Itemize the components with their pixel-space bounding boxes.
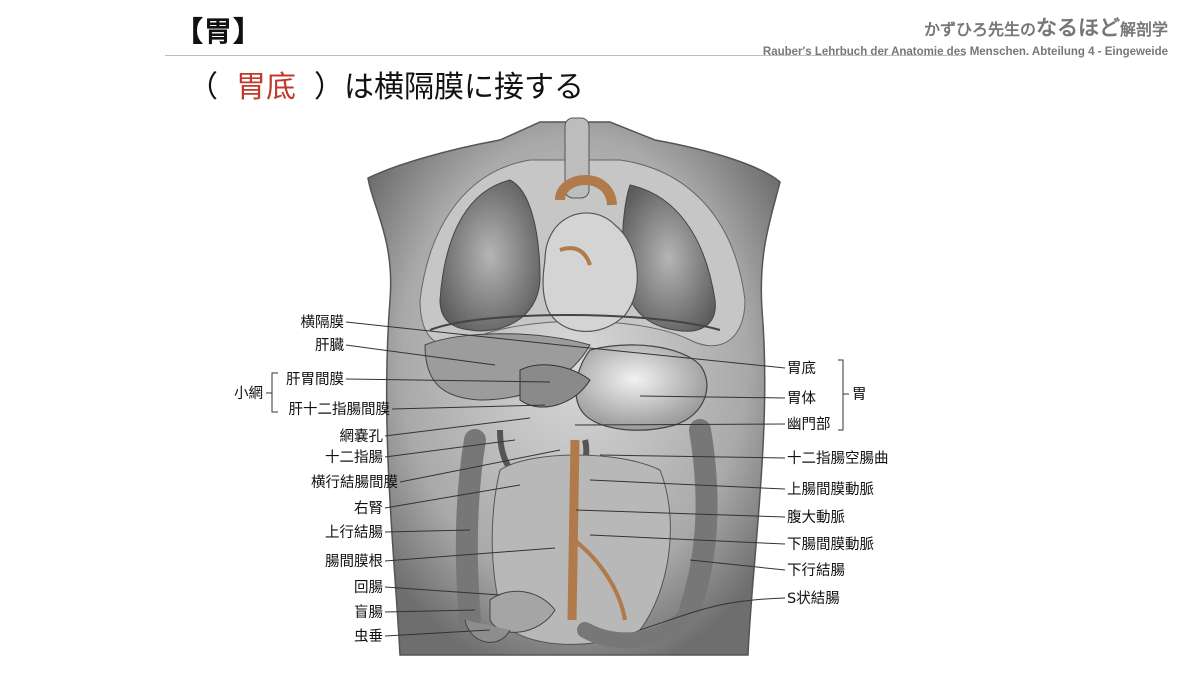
brand-small: かずひろ先生の: [923, 20, 1036, 39]
lesser-omentum: [519, 364, 591, 408]
label-stomach: 胃: [852, 387, 867, 403]
label-superior-mesenteric-artery: 上腸間膜動脈: [787, 481, 874, 498]
label-duodenum: 十二指腸: [325, 449, 383, 466]
leader-lines-right: [559, 344, 849, 631]
label-stomach-body: 胃体: [787, 390, 816, 407]
label-hepatoduodenal-ligament: 肝十二指腸間膜: [289, 401, 391, 418]
heart: [542, 212, 638, 333]
label-mesenteric-root: 腸間膜根: [325, 553, 383, 570]
brand-big: なるほど: [1035, 16, 1120, 40]
label-appendix: 虫垂: [354, 628, 383, 645]
label-abdominal-aorta: 腹大動脈: [787, 509, 845, 526]
descending-colon: [679, 419, 718, 621]
answer-text: 胃底: [236, 70, 296, 105]
abdominal-aorta: [567, 439, 580, 621]
brand-tail: 解剖学: [1119, 20, 1168, 39]
label-ascending-colon: 上行結腸: [325, 524, 383, 541]
torso-illustration: [367, 117, 781, 656]
label-omental-foramen: 網嚢孔: [340, 428, 384, 445]
label-sigmoid-colon: S状結腸: [787, 590, 840, 607]
right-lung: [439, 179, 541, 332]
label-descending-colon: 下行結腸: [787, 562, 845, 579]
label-liver: 肝臓: [315, 337, 344, 354]
diaphragm: [429, 314, 721, 331]
label-duodenojejunal-flexure: 十二指腸空腸曲: [787, 450, 889, 467]
open-paren: （: [188, 70, 218, 105]
label-pyloric-part: 幽門部: [787, 416, 831, 433]
close-paren: ）: [314, 70, 344, 105]
label-transverse-mesocolon: 横行結腸間膜: [311, 474, 398, 491]
label-right-kidney: 右腎: [354, 500, 383, 517]
sigmoid-colon: [577, 602, 698, 649]
label-cecum: 盲腸: [354, 604, 383, 621]
brand-logo: かずひろ先生のなるほど解剖学: [763, 12, 1168, 42]
leader-lines-left: [266, 321, 561, 637]
header-divider: [165, 55, 965, 56]
cecum: [464, 619, 511, 643]
inferior-mesenteric-artery: [572, 538, 627, 621]
label-ileum: 回腸: [354, 579, 383, 596]
label-inferior-mesenteric-artery: 下腸間膜動脈: [787, 536, 874, 553]
heart-vessels: [559, 246, 592, 266]
label-fundus: 胃底: [787, 360, 816, 377]
question-sentence: （ 胃底 ）は横隔膜に接する: [188, 62, 584, 106]
question-text: は横隔膜に接する: [344, 70, 584, 105]
label-lesser-omentum: 小網: [234, 385, 263, 402]
aortic-arch: [555, 175, 617, 206]
label-diaphragm: 横隔膜: [301, 314, 345, 331]
labels-left: 横隔膜 肝臓 小網 肝胃間膜 肝十二指腸間膜 網嚢孔 十二指腸 横行結腸間膜 右…: [234, 314, 398, 645]
labels-right: 胃底 胃体 幽門部 胃 十二指腸空腸曲 上腸間膜動脈 腹大動脈 下腸間膜動脈 下…: [787, 360, 889, 607]
brand-block: かずひろ先生のなるほど解剖学 Rauber's Lehrbuch der Ana…: [763, 12, 1168, 58]
page-title: 【胃】: [175, 15, 263, 48]
label-hepatogastric-ligament: 肝胃間膜: [286, 371, 344, 388]
